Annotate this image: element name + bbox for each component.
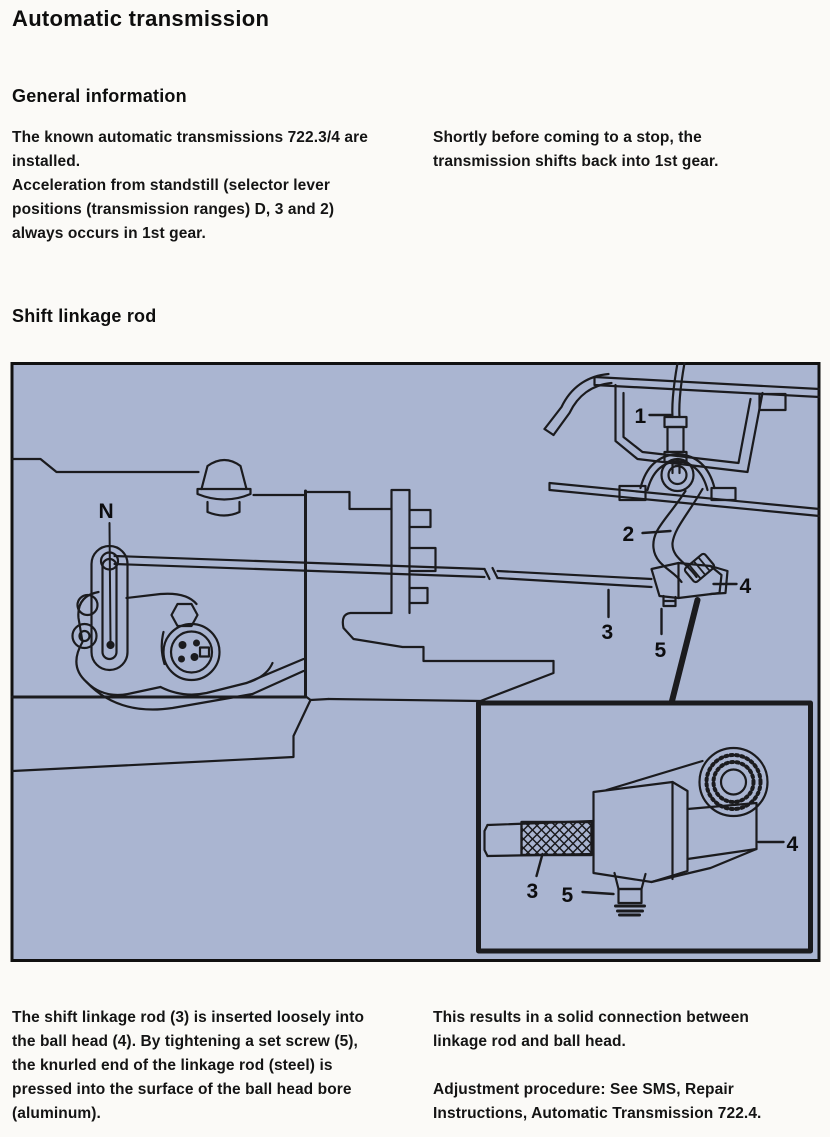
knurled-rod-end: [483, 819, 595, 858]
figure-label-1: 1: [635, 405, 647, 428]
grommet-mount: [196, 458, 252, 517]
figure-label-5: 5: [655, 639, 667, 662]
adjustment-procedure: Adjustment procedure: See SMS, Repair In…: [433, 1078, 787, 1126]
connector-plug: [160, 602, 221, 682]
shift-rod: [113, 554, 653, 589]
general-information-left-column: The known automatic transmissions 722.3/…: [12, 129, 368, 242]
neutral-switch-detail-box: [11, 457, 307, 711]
footer-right-column: This results in a solid connection betwe…: [433, 1009, 749, 1050]
crossmember-bracket: [543, 372, 821, 518]
selector-lever: [90, 544, 129, 672]
inset-label-3: 3: [527, 880, 539, 903]
figure-label-3: 3: [602, 621, 614, 644]
inset-label-5: 5: [562, 884, 574, 907]
inset-label-4: 4: [787, 833, 799, 856]
switch-housing: [71, 590, 305, 711]
ball-head-assembly: [650, 552, 729, 608]
shift-linkage-figure-container: N 1 2 3 4 5 3 5 4: [10, 361, 821, 962]
adjustment-procedure-text: See SMS, Repair Instructions, Automatic …: [433, 1081, 762, 1122]
adjustment-procedure-label: Adjustment procedure:: [433, 1081, 606, 1098]
set-screw: [613, 871, 647, 917]
page-title: Automatic transmission: [12, 6, 270, 31]
figure-label-n: N: [99, 500, 114, 523]
inset-detail-box: [476, 700, 813, 954]
figure-label-4: 4: [740, 575, 752, 598]
inset-pointer-line: [668, 597, 701, 706]
shift-linkage-figure: N 1 2 3 4 5 3 5 4: [10, 361, 821, 962]
section-heading-shift-linkage-rod: Shift linkage rod: [12, 306, 157, 326]
general-information-right-column: Shortly before coming to a stop, the tra…: [433, 129, 719, 170]
label-leader-lines: [607, 413, 738, 636]
footer-left-column: The shift linkage rod (3) is inserted lo…: [12, 1009, 365, 1122]
transmission-case-outline: [11, 488, 555, 773]
figure-label-2: 2: [623, 523, 635, 546]
section-heading-general-information: General information: [12, 86, 187, 106]
